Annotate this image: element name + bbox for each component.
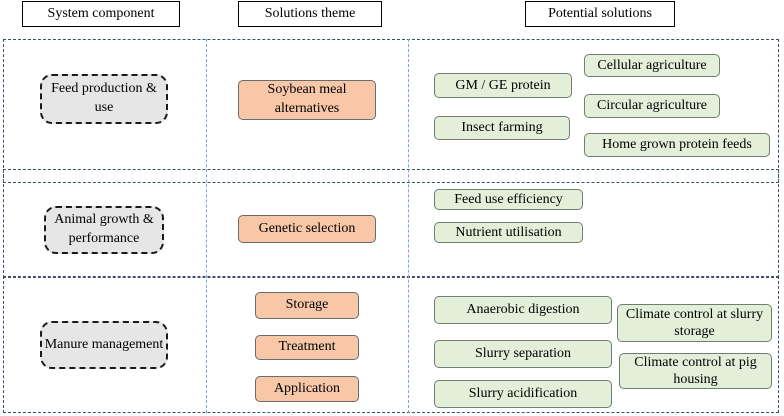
theme-genetic-selection: Genetic selection <box>238 215 376 243</box>
component-animal-growth: Animal growth & performance <box>44 206 164 254</box>
solution-slurry-separation: Slurry separation <box>434 340 612 368</box>
solution-insect-farming: Insect farming <box>434 116 570 140</box>
component-manure-management: Manure management <box>40 321 168 369</box>
solution-nutrient-utilisation: Nutrient utilisation <box>434 222 583 243</box>
component-feed-production: Feed production & use <box>40 74 168 124</box>
solution-circular-agriculture: Circular agriculture <box>584 94 720 118</box>
solution-climate-control-slurry-storage: Climate control at slurry storage <box>617 304 772 342</box>
solution-climate-control-pig-housing: Climate control at pig housing <box>619 353 772 389</box>
solution-slurry-acidification: Slurry acidification <box>434 380 612 408</box>
row-manure-management <box>3 276 779 413</box>
header-potential-solutions: Potential solutions <box>525 1 675 27</box>
header-solutions-theme: Solutions theme <box>238 1 382 27</box>
row-feed-production <box>3 39 779 183</box>
theme-storage: Storage <box>255 292 359 319</box>
solution-anaerobic-digestion: Anaerobic digestion <box>434 296 612 324</box>
solution-gm-ge-protein: GM / GE protein <box>434 73 572 98</box>
solution-cellular-agriculture: Cellular agriculture <box>584 54 720 77</box>
solution-home-grown-protein-feeds: Home grown protein feeds <box>584 133 770 157</box>
column-divider-2 <box>408 39 409 413</box>
solution-feed-use-efficiency: Feed use efficiency <box>434 189 583 210</box>
row-animal-growth <box>3 169 779 278</box>
theme-treatment: Treatment <box>255 335 359 360</box>
header-system-component: System component <box>22 1 180 27</box>
theme-application: Application <box>255 376 359 402</box>
theme-soybean-meal-alternatives: Soybean meal alternatives <box>238 80 376 120</box>
column-divider-1 <box>206 39 207 413</box>
